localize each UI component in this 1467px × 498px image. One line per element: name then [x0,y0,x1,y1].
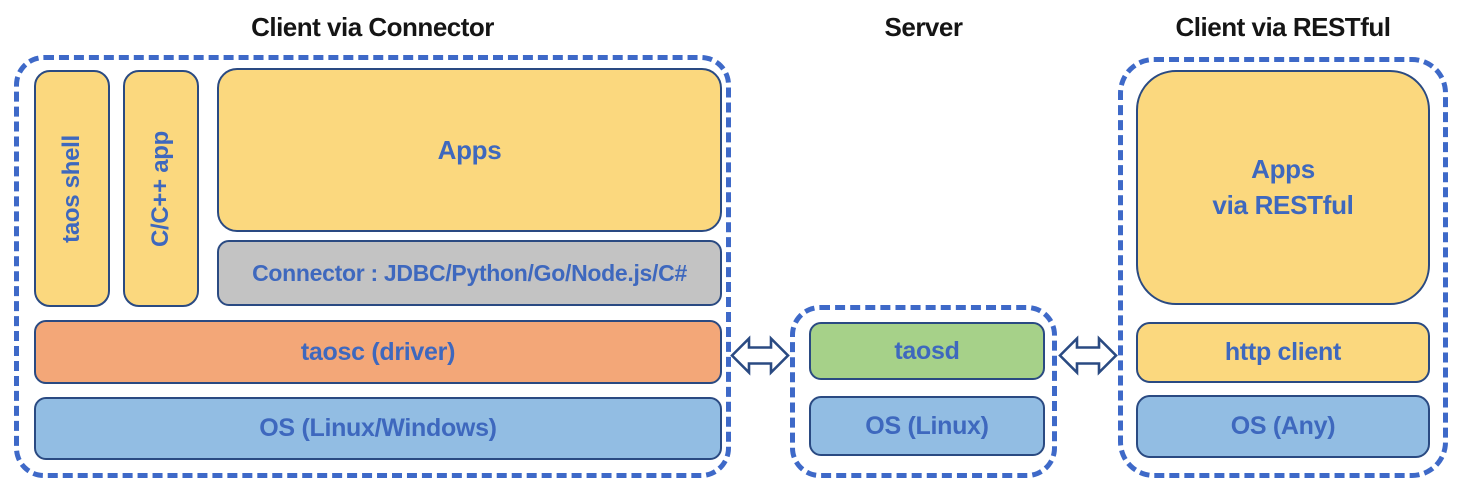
apps-via-restful-label-line2: via RESTful [1212,189,1354,220]
client-via-connector-container: taos shell C/C++ app Apps Connector : JD… [14,55,731,478]
cpp-app-label: C/C++ app [147,130,174,247]
box-cpp-app: C/C++ app [123,70,199,307]
box-os-linux: OS (Linux) [809,396,1045,456]
bidirectional-arrow-icon [730,335,790,376]
client-via-restful-container: Apps via RESTful http client OS (Any) [1118,57,1448,478]
box-apps: Apps [217,68,722,232]
box-os-linux-windows: OS (Linux/Windows) [34,397,722,460]
bidirectional-arrow-icon [1058,335,1118,376]
apps-via-restful-label-line1: Apps [1251,154,1315,185]
server-container: taosd OS (Linux) [790,305,1057,478]
box-taos-shell: taos shell [34,70,110,307]
box-http-client: http client [1136,322,1430,383]
box-os-any: OS (Any) [1136,395,1430,458]
box-taosd: taosd [809,322,1045,380]
box-apps-via-restful: Apps via RESTful [1136,70,1430,305]
section-title-client-via-connector: Client via Connector [251,12,494,42]
taos-shell-label: taos shell [58,134,85,243]
box-connector-jdbc-python-go-nodejs-csharp: Connector : JDBC/Python/Go/Node.js/C# [217,240,722,306]
box-taosc-driver: taosc (driver) [34,320,722,384]
section-title-server: Server [884,12,963,42]
section-title-client-via-restful: Client via RESTful [1175,12,1391,42]
